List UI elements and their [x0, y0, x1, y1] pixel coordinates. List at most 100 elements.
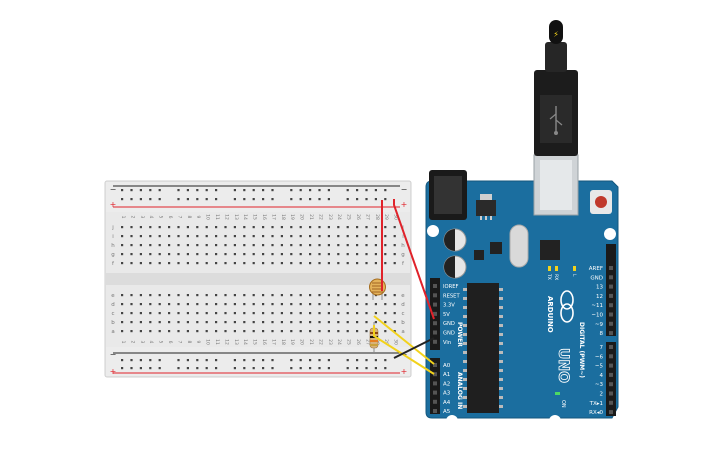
breadboard-hole	[299, 235, 302, 238]
rail-minus-bottom-left: −	[110, 350, 117, 359]
breadboard-hole	[224, 303, 227, 306]
rail-hole	[365, 367, 368, 370]
breadboard-hole	[186, 253, 189, 256]
breadboard-hole	[309, 244, 312, 247]
breadboard-hole	[233, 262, 236, 265]
column-number: 8	[186, 216, 192, 219]
breadboard-hole	[186, 226, 189, 229]
column-number: 20	[299, 339, 305, 345]
rail-hole	[309, 189, 312, 192]
column-number: 13	[233, 339, 239, 345]
rail-hole	[365, 198, 368, 201]
breadboard-hole	[252, 262, 255, 265]
breadboard-hole	[356, 262, 359, 265]
breadboard-hole	[393, 253, 396, 256]
breadboard-hole	[205, 262, 208, 265]
breadboard-hole	[252, 244, 255, 247]
column-number: 29	[383, 214, 389, 220]
column-number: 6	[167, 341, 173, 344]
rail-hole	[384, 367, 387, 370]
usb-cable[interactable]: ⚡	[534, 20, 578, 156]
breadboard-hole	[262, 226, 265, 229]
breadboard-hole	[121, 294, 124, 297]
column-number: 9	[195, 341, 201, 344]
column-number: 30	[393, 214, 399, 220]
column-number: 23	[327, 339, 333, 345]
rail-hole	[130, 198, 133, 201]
breadboard-hole	[290, 312, 293, 315]
wire-red-5v[interactable]	[393, 199, 435, 320]
breadboard-hole	[356, 226, 359, 229]
breadboard-hole	[346, 312, 349, 315]
breadboard-hole	[318, 330, 321, 333]
breadboard-hole	[186, 321, 189, 324]
digital-pin-label: 7	[600, 345, 604, 351]
breadboard-hole	[280, 235, 283, 238]
breadboard-hole	[196, 262, 199, 265]
breadboard-hole	[327, 226, 330, 229]
column-number: 1	[120, 341, 126, 344]
rail-hole	[149, 189, 152, 192]
rail-hole	[243, 359, 246, 362]
breadboard[interactable]: 1122334455667788991010111112121313141415…	[104, 180, 412, 378]
breadboard-hole	[356, 321, 359, 324]
power-pin-label: 5V	[443, 312, 450, 318]
breadboard-hole	[149, 294, 152, 297]
column-number: 1	[120, 216, 126, 219]
digital-header-top	[606, 244, 616, 336]
breadboard-hole	[158, 303, 161, 306]
rail-hole	[139, 367, 142, 370]
breadboard-hole	[309, 312, 312, 315]
breadboard-hole	[139, 312, 142, 315]
column-number: 14	[242, 214, 248, 220]
power-header-label: POWER	[456, 322, 463, 347]
breadboard-hole	[299, 312, 302, 315]
reset-button[interactable]	[590, 190, 612, 214]
wire-yellow-resistor[interactable]	[373, 325, 435, 375]
breadboard-hole	[233, 244, 236, 247]
breadboard-hole	[121, 226, 124, 229]
column-number: 22	[317, 214, 323, 220]
column-number: 21	[308, 339, 314, 345]
breadboard-hole	[149, 226, 152, 229]
crystal-oscillator	[509, 224, 529, 268]
breadboard-hole	[374, 262, 377, 265]
breadboard-hole	[196, 244, 199, 247]
column-number: 27	[364, 214, 370, 220]
rail-hole	[327, 359, 330, 362]
column-number: 10	[205, 214, 211, 220]
digital-pin-label: GND	[590, 275, 603, 281]
column-number: 3	[139, 216, 145, 219]
breadboard-hole	[356, 330, 359, 333]
breadboard-hole	[158, 330, 161, 333]
row-letter: a	[401, 329, 404, 335]
wire-black-gnd[interactable]	[393, 337, 435, 359]
rail-hole	[346, 359, 349, 362]
breadboard-hole	[318, 312, 321, 315]
analog-pin-label: A5	[443, 409, 451, 415]
breadboard-hole	[224, 244, 227, 247]
breadboard-hole	[384, 262, 387, 265]
wire-yellow-a0[interactable]	[373, 315, 435, 365]
breadboard-hole	[299, 253, 302, 256]
breadboard-hole	[224, 312, 227, 315]
breadboard-hole	[309, 262, 312, 265]
breadboard-hole	[205, 244, 208, 247]
rail-hole	[271, 189, 274, 192]
rail-hole	[327, 189, 330, 192]
column-number: 5	[158, 341, 164, 344]
rail-hole	[205, 359, 208, 362]
breadboard-hole	[252, 303, 255, 306]
column-number: 24	[336, 214, 342, 220]
row-letter: i	[112, 234, 114, 240]
breadboard-hole	[262, 294, 265, 297]
breadboard-hole	[299, 330, 302, 333]
analog-pin-label: A2	[443, 381, 450, 387]
rail-hole	[356, 359, 359, 362]
breadboard-hole	[337, 226, 340, 229]
rail-hole	[365, 189, 368, 192]
row-letter: j	[111, 225, 114, 231]
